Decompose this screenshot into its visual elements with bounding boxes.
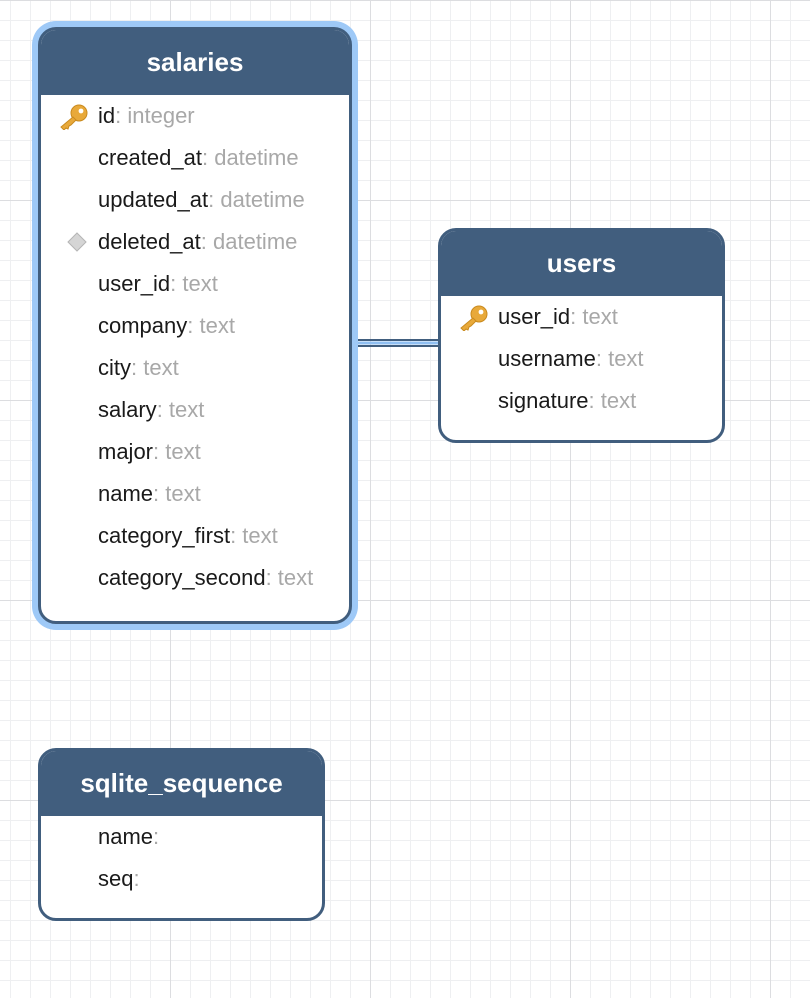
column-row[interactable]: salary: text [41, 389, 349, 431]
column-row[interactable]: name: text [41, 473, 349, 515]
table-sqlite-sequence[interactable]: sqlite_sequence name: seq: [38, 748, 325, 921]
column-type: datetime [214, 187, 305, 212]
column-type: datetime [206, 229, 298, 254]
column-name: category_first [98, 523, 231, 548]
column-type: datetime [208, 145, 299, 170]
relationship-connector[interactable] [356, 338, 442, 348]
column-type: text [236, 523, 278, 548]
column-type: text [576, 304, 618, 329]
column-separator: : [170, 271, 177, 296]
column-name: id [98, 103, 116, 128]
nullable-diamond-icon [67, 232, 87, 252]
column-separator: : [208, 187, 215, 212]
column-type: text [594, 388, 637, 413]
column-separator: : [115, 103, 122, 128]
column-row[interactable]: updated_at: datetime [41, 179, 349, 221]
column-type: text [271, 565, 314, 590]
column-separator: : [201, 145, 209, 170]
column-row[interactable]: id: integer [41, 95, 349, 137]
column-separator: : [153, 481, 160, 506]
column-name: city [98, 355, 131, 380]
column-type: text [176, 271, 218, 296]
column-type: text [193, 313, 235, 338]
column-name: created_at [98, 145, 202, 170]
column-row[interactable]: user_id: text [441, 296, 722, 338]
column-row[interactable]: company: text [41, 305, 349, 347]
column-name: deleted_at [98, 229, 201, 254]
column-separator: : [156, 397, 163, 422]
column-name: signature [498, 388, 589, 413]
table-title: users [441, 231, 722, 296]
column-separator: : [265, 565, 272, 590]
column-row[interactable]: username: text [441, 338, 722, 380]
primary-key-icon [60, 104, 88, 130]
column-row[interactable]: city: text [41, 347, 349, 389]
primary-key-icon [460, 305, 488, 331]
table-users[interactable]: users user_id: text username: text signa… [438, 228, 725, 443]
column-name: updated_at [98, 187, 209, 212]
column-row[interactable]: category_second: text [41, 557, 349, 599]
column-row[interactable]: user_id: text [41, 263, 349, 305]
table-salaries[interactable]: salaries id: integer created_at: datetim… [38, 27, 352, 624]
column-row[interactable]: category_first: text [41, 515, 349, 557]
column-separator: : [570, 304, 577, 329]
column-row[interactable]: signature: text [441, 380, 722, 422]
column-separator: : [200, 229, 207, 254]
column-name: name [98, 481, 154, 506]
column-row[interactable]: deleted_at: datetime [41, 221, 349, 263]
column-row[interactable]: major: text [41, 431, 349, 473]
column-separator: : [153, 824, 160, 849]
column-list: id: integer created_at: datetime updated… [41, 95, 349, 599]
column-separator: : [588, 388, 595, 413]
column-type: text [159, 481, 201, 506]
column-separator: : [133, 866, 140, 891]
column-type: text [601, 346, 644, 371]
column-separator: : [153, 439, 160, 464]
column-separator: : [131, 355, 138, 380]
column-name: seq [98, 866, 134, 891]
column-type: text [137, 355, 179, 380]
column-separator: : [230, 523, 237, 548]
column-type: text [162, 397, 205, 422]
column-name: user_id [498, 304, 571, 329]
column-name: name [98, 824, 154, 849]
column-list: user_id: text username: text signature: … [441, 296, 722, 422]
column-separator: : [187, 313, 194, 338]
column-name: company [98, 313, 188, 338]
column-name: major [98, 439, 154, 464]
column-row[interactable]: created_at: datetime [41, 137, 349, 179]
table-title: salaries [41, 30, 349, 95]
column-name: salary [98, 397, 157, 422]
column-name: username [498, 346, 596, 371]
column-name: user_id [98, 271, 171, 296]
column-name: category_second [98, 565, 266, 590]
column-row[interactable]: name: [41, 816, 322, 858]
column-row[interactable]: seq: [41, 858, 322, 900]
table-title: sqlite_sequence [41, 751, 322, 816]
column-separator: : [595, 346, 602, 371]
column-type: text [159, 439, 201, 464]
column-list: name: seq: [41, 816, 322, 900]
column-type: integer [121, 103, 195, 128]
